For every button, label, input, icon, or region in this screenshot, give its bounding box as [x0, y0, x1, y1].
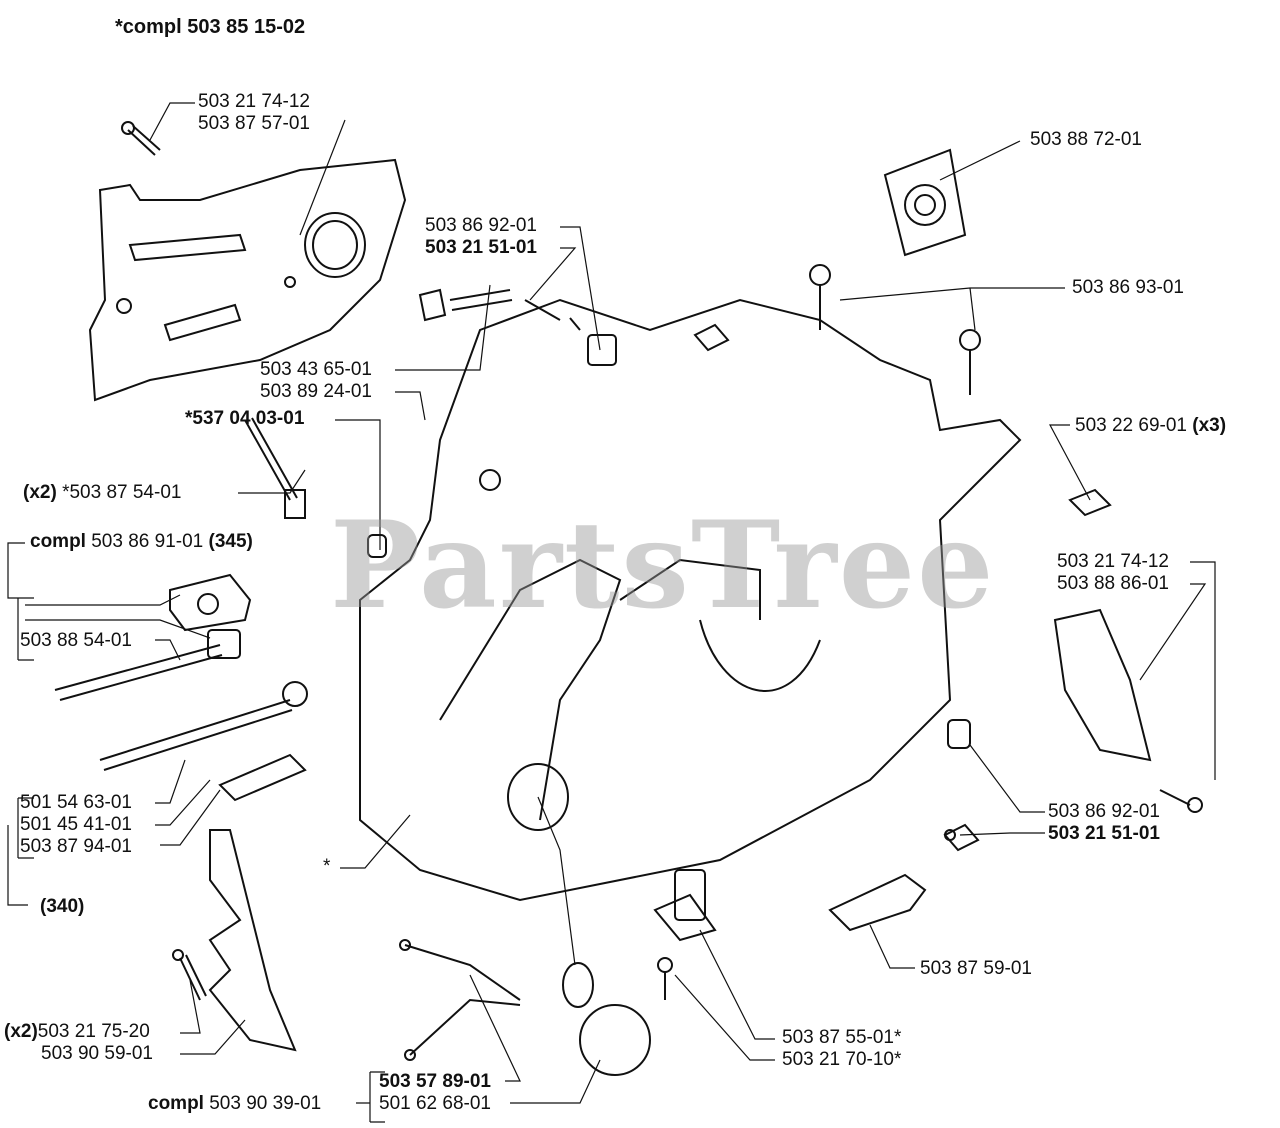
clip-part [1068, 488, 1112, 517]
leader-line [7, 825, 28, 906]
chain-guard-part [1053, 608, 1152, 762]
leader-line [25, 619, 211, 639]
part-label[interactable]: 503 88 86-01 [1057, 573, 1169, 594]
leader-line [699, 929, 775, 1040]
leader-line [959, 832, 1045, 836]
part-label[interactable]: 503 21 74-12 [198, 91, 310, 112]
part-label[interactable]: compl 503 86 91-01 (345) [30, 531, 253, 552]
part-label[interactable]: 503 86 92-01 [1048, 801, 1160, 822]
part-label[interactable]: compl 503 90 39-01 [148, 1093, 322, 1114]
leader-line [395, 284, 491, 371]
part-label[interactable]: 503 21 74-12 [1057, 551, 1169, 572]
pin-part [244, 417, 298, 501]
leader-line [155, 639, 181, 661]
fuel-cap-part [579, 1004, 651, 1076]
leader-line [529, 247, 577, 301]
leader-line [180, 1019, 246, 1055]
leader-line [560, 226, 601, 351]
part-label[interactable]: 501 62 68-01 [379, 1093, 491, 1114]
leader-line [155, 759, 186, 804]
leader-line [7, 542, 25, 599]
leader-line [149, 102, 195, 141]
leader-line [1049, 424, 1091, 501]
part-label[interactable]: (x2) *503 87 54-01 [23, 482, 182, 503]
leader-line [238, 469, 306, 494]
part-label[interactable]: 503 21 51-01 [1048, 823, 1160, 844]
tensioner-bracket-part [169, 573, 252, 632]
leader-line [17, 797, 34, 859]
leader-line [395, 391, 426, 421]
leader-line [160, 789, 221, 846]
part-label[interactable]: 503 87 59-01 [920, 958, 1032, 979]
crankcase-part [359, 298, 1022, 902]
part-label[interactable]: 503 87 57-01 [198, 113, 310, 134]
leader-line [510, 1059, 601, 1104]
part-label[interactable]: 503 86 93-01 [1072, 277, 1184, 298]
wing-screw-part [809, 264, 831, 286]
leader-line [537, 796, 576, 966]
leader-line [155, 779, 211, 826]
leader-line [356, 1071, 385, 1123]
leader-line [839, 287, 1065, 331]
assembly-title: *compl 503 85 15-02 [115, 16, 306, 38]
crankcase-bore [507, 763, 569, 831]
leader-line [335, 419, 381, 550]
leader-line [674, 974, 775, 1061]
guide-plate-part [218, 753, 307, 802]
leader-line [340, 814, 411, 869]
part-label[interactable]: 503 90 59-01 [41, 1043, 153, 1064]
adjuster-screw-part [54, 644, 223, 701]
leader-line [17, 597, 34, 661]
part-label[interactable]: 503 87 94-01 [20, 836, 132, 857]
leader-line [25, 594, 181, 606]
clutch-cover-hole [304, 212, 366, 278]
part-label[interactable]: 503 57 89-01 [379, 1071, 491, 1092]
part-label[interactable]: 503 87 55-01* [782, 1027, 902, 1048]
tensioner-screw-part [99, 699, 293, 771]
part-label[interactable]: 501 45 41-01 [20, 814, 132, 835]
part-label[interactable]: 503 43 65-01 [260, 359, 372, 380]
bolt-part [127, 125, 161, 156]
part-label[interactable]: 503 88 54-01 [20, 630, 132, 651]
part-label[interactable]: 503 86 92-01 [425, 215, 537, 236]
part-label[interactable]: 501 54 63-01 [20, 792, 132, 813]
part-label[interactable]: (340) [40, 896, 85, 917]
clutch-cover-part [88, 158, 407, 402]
leader-line [469, 974, 521, 1082]
part-label[interactable]: 503 22 69-01 (x3) [1075, 415, 1227, 436]
part-label[interactable]: 503 88 72-01 [1030, 129, 1142, 150]
spring-part [449, 289, 513, 311]
leader-line [299, 119, 346, 236]
part-label[interactable]: (x2)503 21 75-20 [4, 1021, 150, 1042]
bracket-part [828, 873, 927, 932]
leader-line [969, 744, 1045, 813]
filter-part [653, 893, 717, 942]
leader-line [939, 140, 1021, 181]
part-label[interactable]: 503 89 24-01 [260, 381, 372, 402]
cylinder-cover-part [883, 148, 967, 257]
fuel-strap-part [404, 944, 521, 1056]
part-label[interactable]: *537 04 03-01 [185, 408, 305, 429]
part-label[interactable]: 503 21 51-01 [425, 237, 537, 258]
leader-line [180, 979, 201, 1034]
leader-line [1139, 583, 1207, 681]
leader-line [1190, 561, 1216, 780]
part-label[interactable]: 503 21 70-10* [782, 1049, 902, 1070]
leader-line [869, 924, 915, 969]
part-label[interactable]: * [323, 856, 331, 877]
bumper-spike-part [208, 829, 297, 1052]
